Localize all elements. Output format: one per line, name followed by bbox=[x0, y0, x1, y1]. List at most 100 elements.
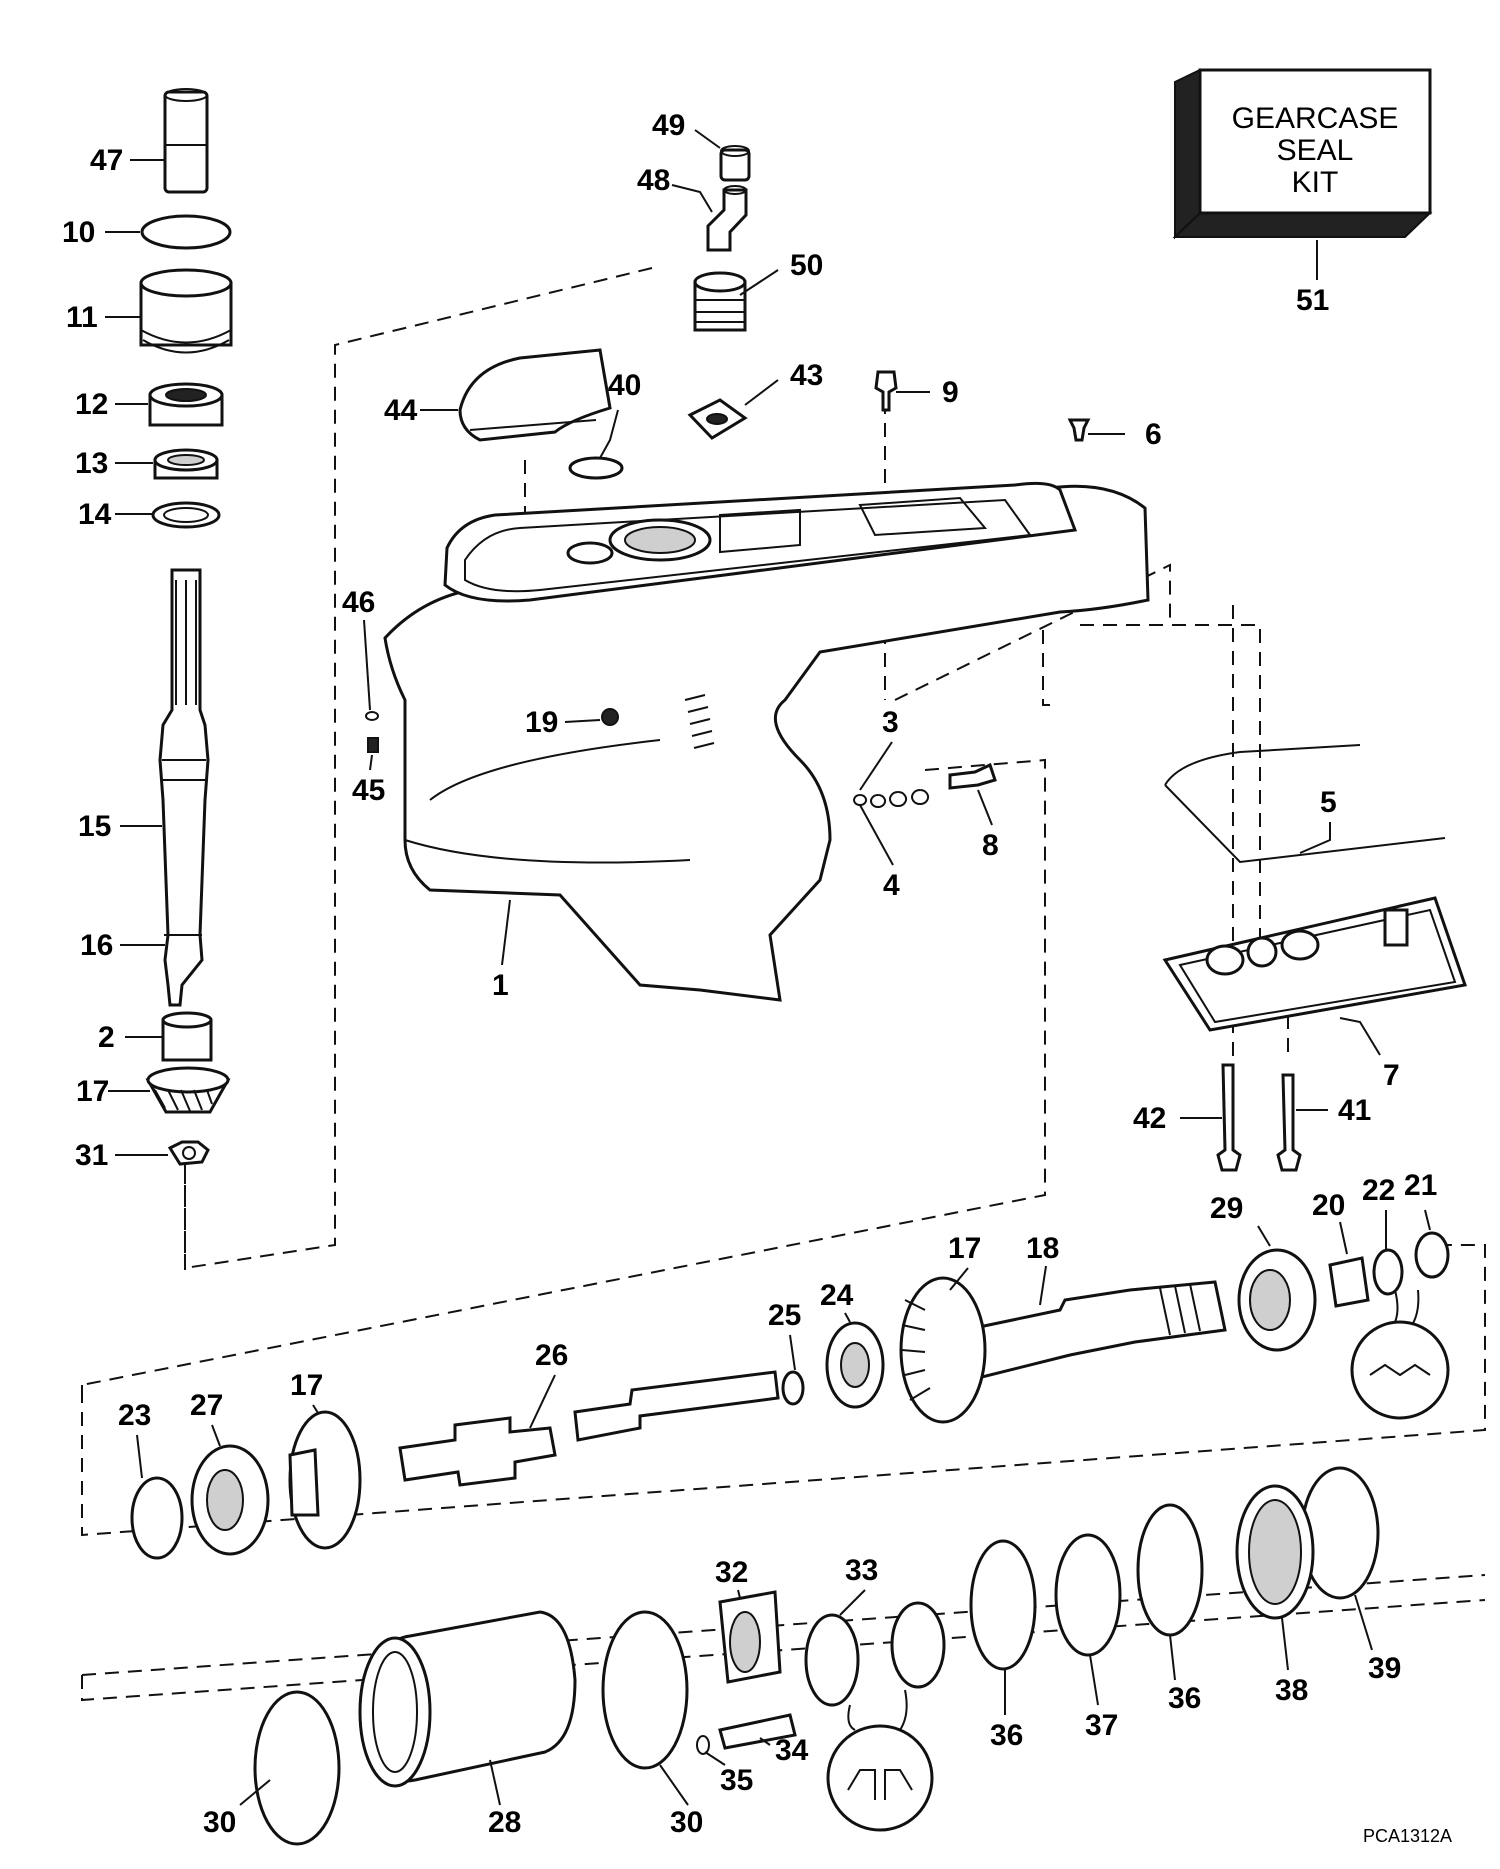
callout-5: 5 bbox=[1320, 786, 1337, 819]
seal-40 bbox=[568, 456, 624, 480]
screw-45 bbox=[367, 737, 379, 753]
seal-21 bbox=[1414, 1231, 1450, 1279]
callout-10: 10 bbox=[62, 216, 95, 249]
bolt-8 bbox=[948, 762, 997, 790]
callout-17a: 17 bbox=[76, 1075, 109, 1108]
callout-27: 27 bbox=[190, 1389, 223, 1422]
callout-9: 9 bbox=[942, 376, 959, 409]
shim-14 bbox=[151, 501, 221, 529]
shift-rod-26 bbox=[573, 1370, 780, 1442]
drawing-code: PCA1312A bbox=[1363, 1826, 1452, 1846]
callout-17b: 17 bbox=[948, 1232, 981, 1265]
seal-detail-circle-bottom bbox=[826, 1724, 934, 1832]
callout-18: 18 bbox=[1026, 1232, 1059, 1265]
cap-49 bbox=[719, 148, 751, 182]
callout-30b: 30 bbox=[670, 1806, 703, 1839]
screw-9 bbox=[874, 370, 898, 412]
o-ring-30a bbox=[253, 1690, 341, 1846]
callout-28: 28 bbox=[488, 1806, 521, 1839]
o-ring-30b bbox=[601, 1610, 689, 1770]
callout-15: 15 bbox=[78, 810, 111, 843]
callout-41: 41 bbox=[1338, 1094, 1371, 1127]
callout-47: 47 bbox=[90, 144, 123, 177]
bevel-gear-17b bbox=[899, 1276, 987, 1424]
callout-21: 21 bbox=[1404, 1169, 1437, 1202]
callout-34: 34 bbox=[775, 1734, 809, 1767]
callout-2: 2 bbox=[98, 1021, 115, 1054]
callout-20: 20 bbox=[1312, 1189, 1345, 1222]
callout-50: 50 bbox=[790, 249, 823, 282]
callout-labels: 47 10 11 12 13 14 15 16 2 17 31 49 48 50… bbox=[62, 109, 1437, 1839]
callout-19: 19 bbox=[525, 706, 558, 739]
shaft-18 bbox=[963, 1280, 1227, 1382]
ball-35 bbox=[696, 1735, 710, 1755]
callout-32: 32 bbox=[715, 1556, 748, 1589]
callout-45: 45 bbox=[352, 774, 385, 807]
callout-17c: 17 bbox=[290, 1369, 323, 1402]
top-small-parts bbox=[458, 145, 1091, 480]
mid-hardware bbox=[365, 711, 997, 808]
seal-33b bbox=[890, 1601, 946, 1689]
ring-25 bbox=[781, 1370, 805, 1406]
seal-kit-line-1: GEARCASE bbox=[1232, 102, 1399, 135]
seal-kit-label-box bbox=[1198, 68, 1432, 215]
nut-31 bbox=[167, 1140, 210, 1166]
callout-22: 22 bbox=[1362, 1174, 1395, 1207]
callout-49: 49 bbox=[652, 109, 685, 142]
ring-37 bbox=[1054, 1533, 1122, 1657]
callout-30a: 30 bbox=[203, 1806, 236, 1839]
callout-26: 26 bbox=[535, 1339, 568, 1372]
drive-shaft-15 bbox=[158, 568, 210, 1007]
callout-14: 14 bbox=[78, 498, 112, 531]
drive-shaft-stack bbox=[139, 88, 233, 1166]
pin-34 bbox=[718, 1713, 797, 1750]
o-ring-10 bbox=[140, 214, 232, 250]
cover-plate-assembly bbox=[1162, 744, 1467, 1172]
callout-36b: 36 bbox=[1168, 1682, 1201, 1715]
callout-3: 3 bbox=[882, 706, 899, 739]
bolt-41 bbox=[1276, 1073, 1302, 1172]
ring-36b bbox=[1136, 1503, 1204, 1637]
callout-6: 6 bbox=[1145, 418, 1162, 451]
washer-22 bbox=[1372, 1248, 1404, 1296]
washers-3-4 bbox=[853, 789, 929, 808]
callout-12: 12 bbox=[75, 388, 108, 421]
leader-lines bbox=[105, 129, 1431, 1806]
callout-16: 16 bbox=[80, 929, 113, 962]
callout-42: 42 bbox=[1133, 1102, 1166, 1135]
callout-7: 7 bbox=[1383, 1059, 1400, 1092]
coupler-47 bbox=[163, 90, 209, 194]
seal-kit-line-2: SEAL bbox=[1277, 134, 1354, 167]
propeller-shaft-row bbox=[130, 1231, 1450, 1560]
shift-shaft-26 bbox=[398, 1416, 557, 1487]
callout-8: 8 bbox=[982, 829, 999, 862]
callout-44: 44 bbox=[384, 394, 418, 427]
callout-46: 46 bbox=[342, 586, 375, 619]
ring-36a bbox=[969, 1539, 1037, 1671]
seal-33a bbox=[804, 1613, 860, 1707]
callout-24: 24 bbox=[820, 1279, 854, 1312]
o-ring-46 bbox=[365, 711, 379, 721]
callout-1: 1 bbox=[492, 969, 509, 1002]
callout-23: 23 bbox=[118, 1399, 151, 1432]
screw-6 bbox=[1067, 418, 1091, 442]
assembly-dashed-lines bbox=[81, 267, 1486, 1702]
callout-39: 39 bbox=[1368, 1652, 1401, 1685]
callout-13: 13 bbox=[75, 447, 108, 480]
callout-51: 51 bbox=[1296, 284, 1329, 317]
callout-40: 40 bbox=[608, 369, 641, 402]
callout-31: 31 bbox=[75, 1139, 108, 1172]
callout-29: 29 bbox=[1210, 1192, 1243, 1225]
o-ring-39 bbox=[1300, 1466, 1380, 1600]
callout-38: 38 bbox=[1275, 1674, 1308, 1707]
callout-25: 25 bbox=[768, 1299, 801, 1332]
seal-5 bbox=[1164, 744, 1446, 864]
bearing-20 bbox=[1328, 1256, 1370, 1308]
callout-37: 37 bbox=[1085, 1709, 1118, 1742]
callout-33: 33 bbox=[845, 1554, 878, 1587]
callout-11: 11 bbox=[66, 301, 98, 334]
seal-kit-line-3: KIT bbox=[1292, 166, 1339, 199]
cover-44 bbox=[458, 348, 612, 442]
bearing-carrier-row bbox=[253, 1466, 1380, 1846]
